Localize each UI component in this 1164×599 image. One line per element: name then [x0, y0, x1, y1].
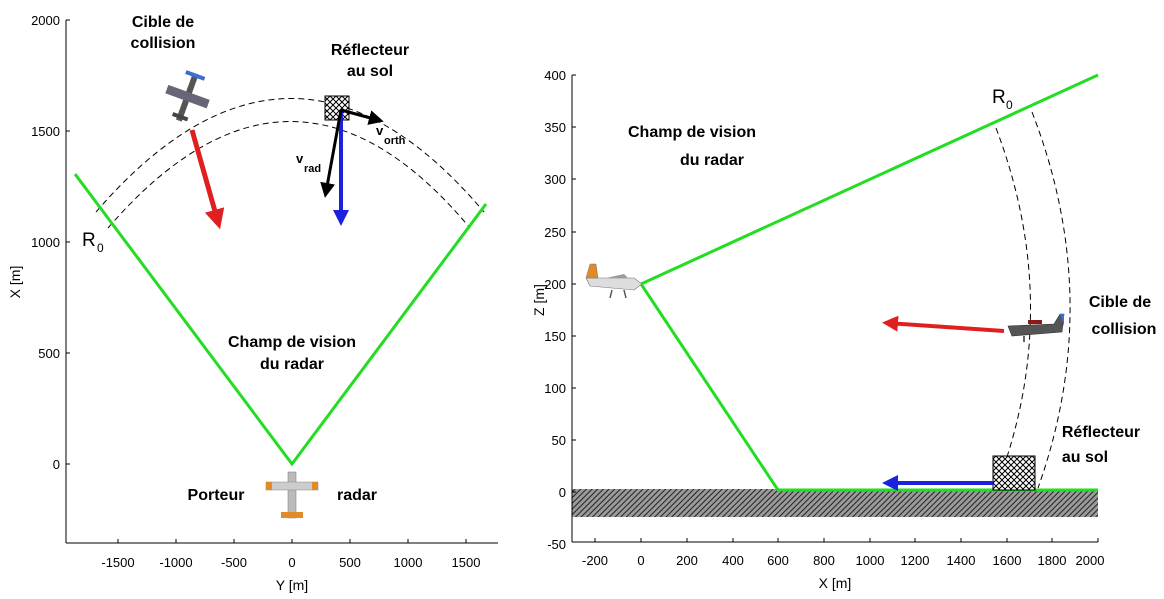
range-subscript: 0: [1006, 98, 1013, 112]
range-arc-inner: [107, 121, 471, 229]
right-y-ticks: 400 350 300 250 200 150 100 50 0 -50: [544, 68, 576, 552]
carrier-aircraft-icon: [585, 263, 643, 299]
target-label-line1: Cible de: [1089, 294, 1151, 311]
field-of-view-boundary: [73, 173, 488, 467]
carrier-label-right: radar: [337, 487, 377, 504]
target-velocity-arrow: [189, 129, 225, 230]
right-x-tick-label: 2000: [1076, 553, 1105, 568]
range-subscript: 0: [97, 241, 104, 255]
left-x-tick-label: 0: [288, 555, 295, 570]
field-of-view-boundary: [638, 73, 1099, 492]
right-x-tick-label: 800: [813, 553, 835, 568]
reflector-label-line2: au sol: [347, 63, 393, 80]
fov-label-line2: du radar: [260, 356, 324, 373]
reflector-label-line1: Réflecteur: [331, 42, 409, 59]
v-rad-label: v: [296, 151, 304, 166]
range-arc-inner: [995, 127, 1031, 489]
left-x-axis-label: Y [m]: [276, 577, 308, 593]
fov-label-line2: du radar: [680, 152, 744, 169]
reflector-label-line1: Réflecteur: [1062, 424, 1140, 441]
range-label: R: [82, 230, 96, 251]
right-x-tick-label: -200: [582, 553, 608, 568]
left-y-tick-label: 1000: [31, 235, 60, 250]
left-x-tick-label: 1500: [452, 555, 481, 570]
left-x-tick-label: -1500: [101, 555, 134, 570]
left-x-tick-label: -1000: [159, 555, 192, 570]
v-rad-arrow: [320, 109, 343, 198]
v-rad-subscript: rad: [304, 163, 321, 175]
right-y-tick-label: 150: [544, 329, 566, 344]
right-y-tick-label: 400: [544, 68, 566, 83]
target-velocity-arrow: [882, 315, 1005, 333]
left-x-tick-label: 500: [339, 555, 361, 570]
right-y-tick-label: 0: [559, 485, 566, 500]
carrier-aircraft-icon: [265, 471, 319, 519]
ground-band: [572, 489, 1098, 517]
right-x-tick-label: 600: [767, 553, 789, 568]
reflector-label-line2: au sol: [1062, 449, 1108, 466]
left-y-tick-label: 500: [38, 346, 60, 361]
fov-label-line1: Champ de vision: [628, 124, 756, 141]
right-x-tick-label: 1800: [1038, 553, 1067, 568]
left-panel: 2000 1500 1000 500 0 -1500 -1000 -500 0 …: [7, 13, 498, 593]
v-orth-label: v: [376, 123, 384, 138]
right-y-tick-label: 300: [544, 172, 566, 187]
right-x-ticks: -200 0 200 400 600 800 1000 1200 1400 16…: [582, 538, 1104, 568]
carrier-label-left: Porteur: [188, 487, 245, 504]
ground-reflector: [324, 95, 350, 121]
left-x-ticks: -1500 -1000 -500 0 500 1000 1500: [101, 539, 480, 570]
left-y-tick-label: 0: [53, 457, 60, 472]
right-y-axis-label: Z [m]: [531, 284, 547, 316]
left-x-tick-label: -500: [221, 555, 247, 570]
right-y-tick-label: 200: [544, 277, 566, 292]
right-x-tick-label: 1000: [856, 553, 885, 568]
right-x-tick-label: 0: [637, 553, 644, 568]
range-label: R: [992, 87, 1006, 108]
right-x-tick-label: 400: [722, 553, 744, 568]
right-y-tick-label: 100: [544, 381, 566, 396]
v-orth-arrow: [340, 108, 384, 125]
left-y-tick-label: 1500: [31, 124, 60, 139]
right-x-tick-label: 200: [676, 553, 698, 568]
right-y-tick-label: 250: [544, 225, 566, 240]
right-x-tick-label: 1200: [901, 553, 930, 568]
right-y-tick-label: 350: [544, 120, 566, 135]
left-y-tick-label: 2000: [31, 13, 60, 28]
range-arc-outer: [95, 98, 485, 213]
target-label-line1: Cible de: [132, 14, 194, 31]
target-aircraft-icon: [1007, 313, 1065, 342]
left-y-ticks: 2000 1500 1000 500 0: [31, 13, 70, 472]
right-y-tick-label: 50: [552, 433, 566, 448]
target-label-line2: collision: [131, 35, 196, 52]
right-x-axis-label: X [m]: [819, 575, 852, 591]
left-y-axis-label: X [m]: [7, 266, 23, 299]
right-y-tick-label: -50: [547, 537, 566, 552]
right-x-tick-label: 1400: [947, 553, 976, 568]
range-arc-outer: [1031, 111, 1071, 489]
right-panel: 400 350 300 250 200 150 100 50 0 -50 -20: [531, 68, 1156, 591]
target-aircraft-icon: [165, 70, 210, 122]
v-orth-subscript: orth: [384, 135, 406, 147]
fov-label-line1: Champ de vision: [228, 334, 356, 351]
left-x-tick-label: 1000: [394, 555, 423, 570]
ground-reflector: [992, 455, 1036, 491]
target-label-line2: collision: [1092, 321, 1157, 338]
right-x-tick-label: 1600: [993, 553, 1022, 568]
